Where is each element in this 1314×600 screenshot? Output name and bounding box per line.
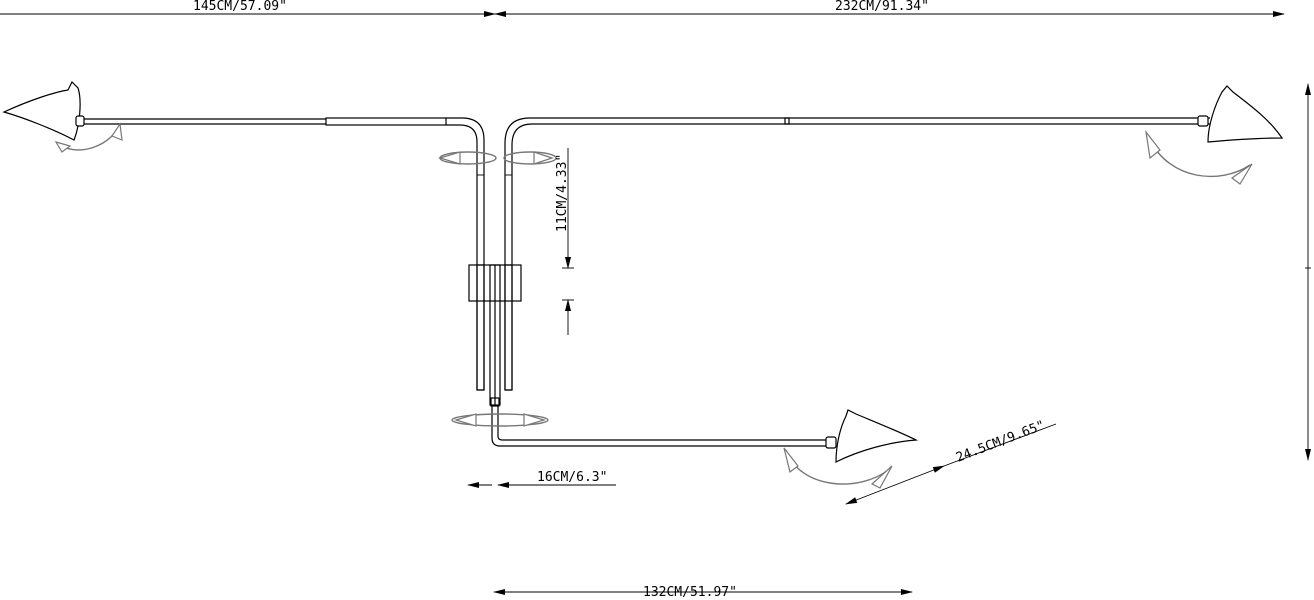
right-arm bbox=[504, 117, 1210, 391]
dimension-stem-length: 11CM/4.33" bbox=[555, 148, 574, 335]
rotation-arrow-right-shade bbox=[1145, 129, 1253, 185]
left-shade bbox=[2, 80, 85, 141]
dimension-left-span: 145CM/57.09" bbox=[0, 0, 496, 17]
right-shade bbox=[1197, 85, 1284, 143]
rotation-arrow-upper-left bbox=[437, 151, 497, 165]
lower-arm bbox=[490, 397, 828, 447]
dimension-right-span: 232CM/91.34" bbox=[494, 0, 1285, 17]
rotation-arrow-left-shade bbox=[54, 122, 123, 153]
dimension-right-span-label: 232CM/91.34" bbox=[835, 0, 929, 14]
dimension-right-vertical bbox=[1305, 83, 1311, 461]
dimension-lower-offset: 16CM/6.3" bbox=[467, 470, 616, 488]
rotation-arrow-upper-right bbox=[503, 151, 557, 165]
dimension-left-span-label: 145CM/57.09" bbox=[193, 0, 287, 14]
dimension-shade-length-label: 24.5CM/9.65" bbox=[954, 418, 1047, 466]
dimension-stem-length-label: 11CM/4.33" bbox=[555, 154, 570, 232]
dimension-lower-offset-label: 16CM/6.3" bbox=[537, 470, 607, 485]
rotation-arrow-lower-stem bbox=[451, 413, 549, 427]
dimension-bottom-span-label: 132CM/51.97" bbox=[643, 585, 737, 600]
lower-shade bbox=[825, 409, 919, 463]
dimension-bottom-span: 132CM/51.97" bbox=[493, 585, 913, 600]
wall-mount bbox=[468, 264, 522, 406]
left-arm bbox=[82, 117, 485, 391]
